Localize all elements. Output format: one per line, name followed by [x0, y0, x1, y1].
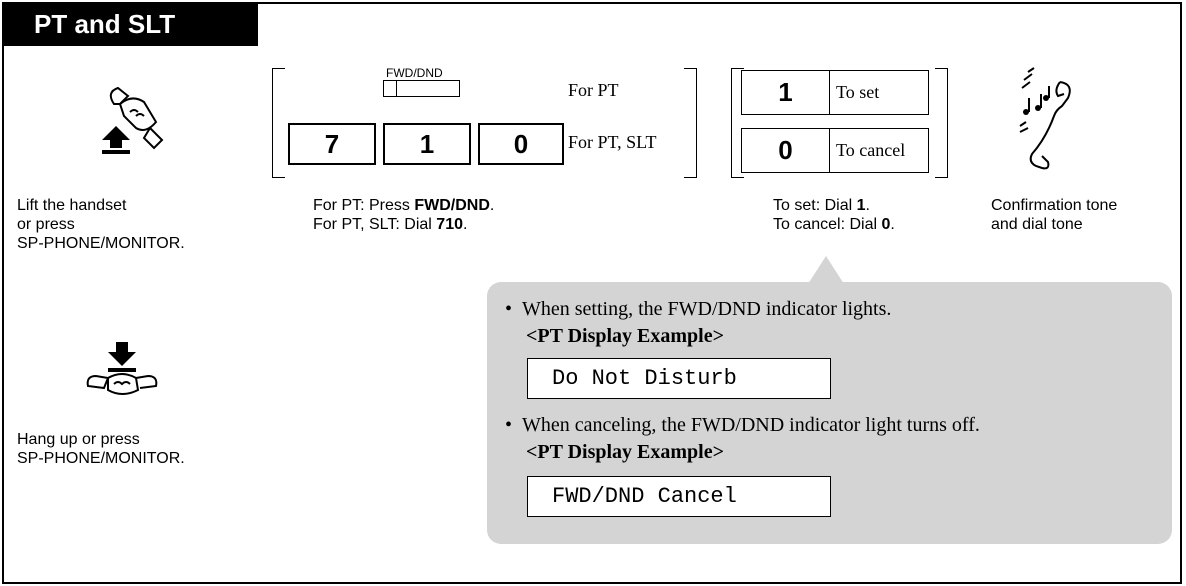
cancel-key: 0 [742, 129, 830, 172]
lift-caption-line2: or press [17, 216, 75, 233]
hang-up-icon [86, 342, 158, 395]
option-caption-line1: To set: Dial 1. [773, 197, 870, 214]
confirmation-tone-icon [1019, 67, 1071, 170]
lift-caption-line3: SP-PHONE/MONITOR. [17, 235, 185, 252]
option-caption-line2: To cancel: Dial 0. [773, 216, 895, 233]
note-pointer [808, 256, 844, 284]
cancel-label: To cancel [836, 140, 906, 160]
note-example-heading-2: <PT Display Example> [526, 441, 725, 463]
hangup-caption-line2: SP-PHONE/MONITOR. [17, 450, 185, 467]
set-label: To set [836, 82, 880, 102]
dial-caption-line2: For PT, SLT: Dial 710. [313, 216, 468, 233]
dial-bracket-right [684, 68, 697, 178]
dial-caption-line1: For PT: Press FWD/DND. [313, 197, 495, 214]
set-option[interactable]: 1 To set [741, 70, 929, 115]
cancel-option[interactable]: 0 To cancel [741, 128, 929, 173]
hangup-caption-line1: Hang up or press [17, 431, 140, 448]
confirm-caption-line2: and dial tone [991, 216, 1083, 233]
dial-key-0[interactable]: 0 [478, 123, 564, 165]
lift-caption-line1: Lift the handset [17, 197, 127, 214]
note-bullet-1: • When setting, the FWD/DND indicator li… [505, 298, 892, 320]
set-key: 1 [742, 71, 830, 114]
section-title: PT and SLT [2, 2, 258, 46]
for-pt-label: For PT [568, 80, 619, 100]
fwd-dnd-button[interactable] [383, 80, 460, 97]
note-bullet-2: • When canceling, the FWD/DND indicator … [505, 414, 980, 436]
lift-handset-icon [102, 86, 164, 154]
pt-display-fwd-dnd-cancel: FWD/DND Cancel [527, 476, 831, 517]
option-bracket-right [935, 68, 948, 178]
confirm-caption-line1: Confirmation tone [991, 197, 1118, 214]
for-pt-slt-label: For PT, SLT [568, 132, 657, 152]
fwd-dnd-label: FWD/DND [386, 66, 443, 80]
dial-bracket-left [272, 68, 285, 178]
option-bracket-left [731, 68, 744, 178]
dial-key-1[interactable]: 1 [383, 123, 471, 165]
dial-key-7[interactable]: 7 [288, 123, 376, 165]
pt-display-do-not-disturb: Do Not Disturb [527, 358, 831, 399]
note-example-heading-1: <PT Display Example> [526, 325, 725, 347]
